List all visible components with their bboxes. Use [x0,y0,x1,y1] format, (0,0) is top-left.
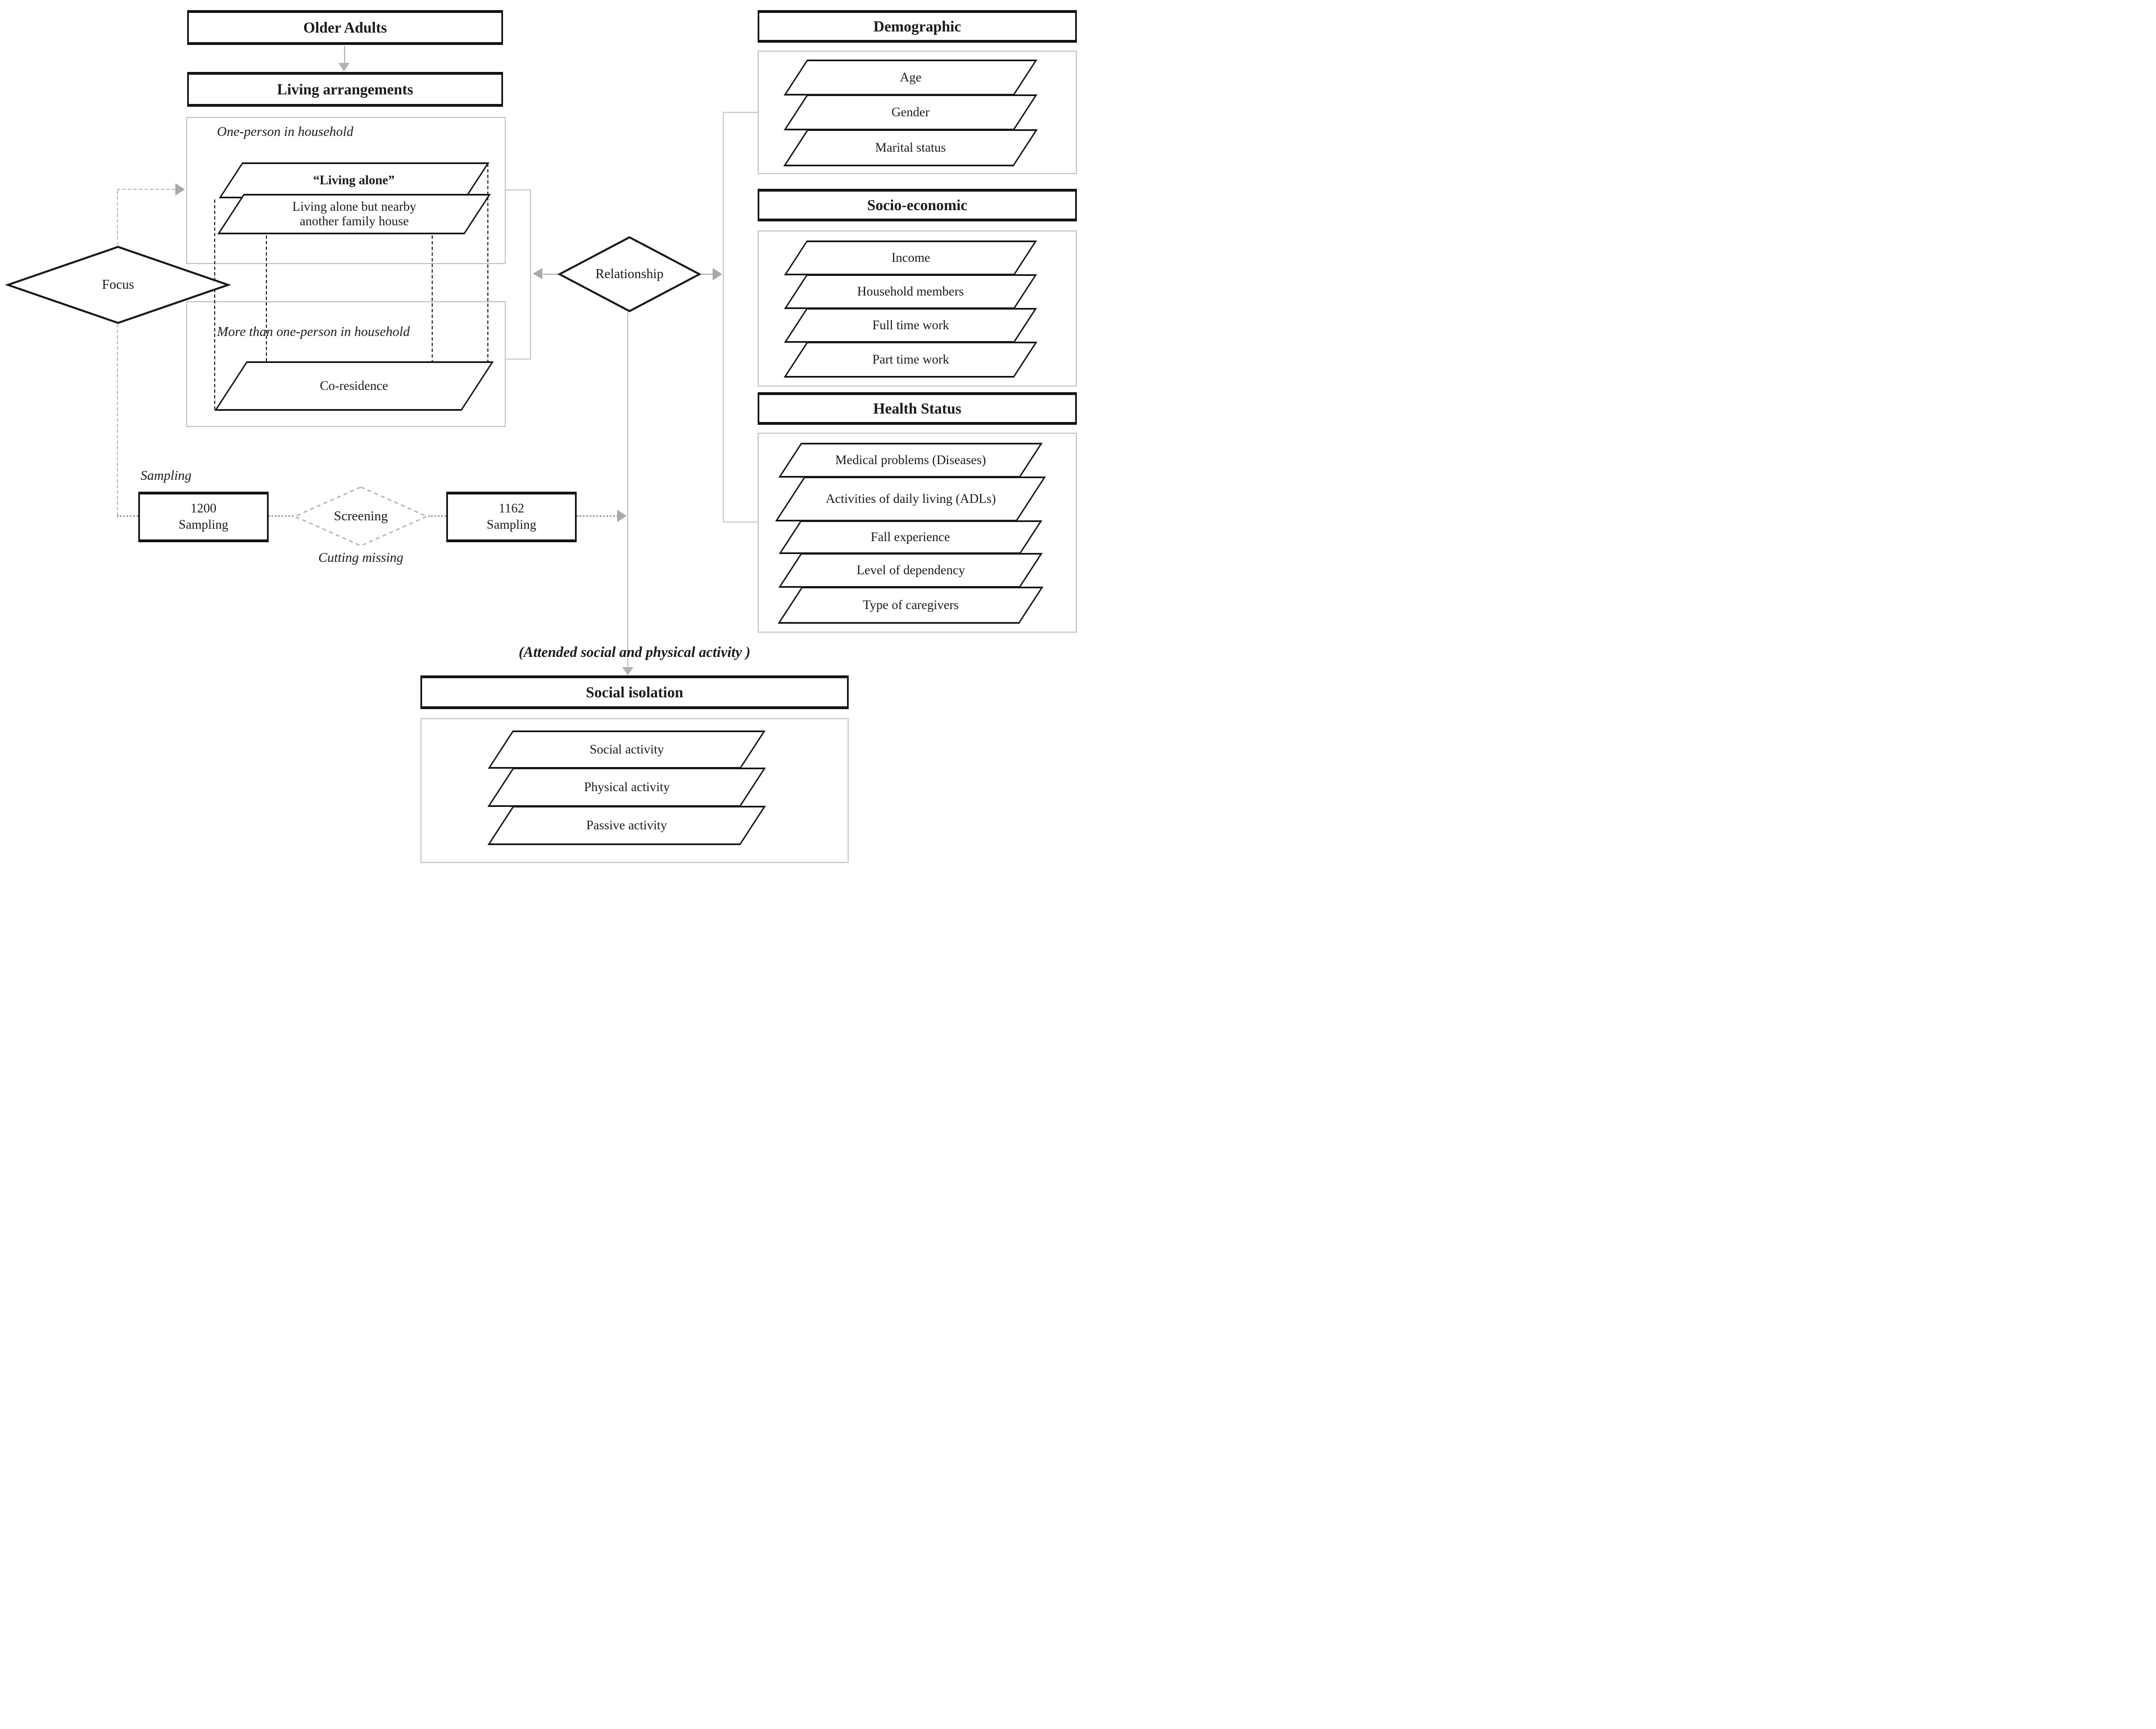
one-person-household-label: One-person in household [217,125,354,139]
stack-item-passive-activity: Passive activity [487,806,766,845]
health-status-title: Health Status [873,400,962,417]
demographic-header: Demographic [758,10,1077,43]
part-time-work-label: Part time work [872,352,949,367]
more-than-one-label: More than one-person in household [217,325,410,339]
relationship-right-arrow-icon [713,268,722,280]
living-arrangements-label: Living arrangements [277,80,414,98]
left-bracket-top [506,189,531,190]
older-adults-label: Older Adults [303,19,387,36]
node-living-alone: “Living alone” [219,162,490,198]
social-isolation-arrow-icon [622,667,633,675]
focus-diamond [6,246,230,324]
projection-line-4 [487,164,488,363]
stack-item-part-time-work: Part time work [783,342,1038,378]
older-adults-connector-line [344,46,345,64]
social-isolation-header: Social isolation [420,675,849,709]
stack-item-age: Age [783,60,1038,96]
stack-item-adls: Activities of daily living (ADLs) [775,477,1046,521]
screening-label: Screening [334,509,388,524]
medical-problems-label: Medical problems (Diseases) [835,453,986,468]
living-alone-label: “Living alone” [313,173,395,188]
socio-economic-header: Socio-economic [758,189,1077,221]
relationship-drop-line [627,312,628,673]
living-alone-nearby-line1: Living alone but nearby [292,199,416,214]
left-bracket-vertical [530,189,531,360]
focus-top-dashed-elbow [117,189,175,190]
living-alone-nearby-label: Living alone but nearby another family h… [292,199,416,229]
sampling-dotted-1 [117,515,138,517]
right-bracket-bottom [723,521,758,523]
focus-bottom-dashed-line [117,324,118,516]
household-members-label: Household members [857,284,964,299]
stack-item-medical-problems: Medical problems (Diseases) [778,443,1043,478]
type-of-caregivers-label: Type of caregivers [862,598,959,612]
sampling-1162-count: 1162 [499,501,524,516]
adls-label: Activities of daily living (ADLs) [825,492,996,506]
sampling-dotted-2 [269,515,293,517]
co-residence-label: Co-residence [320,379,388,393]
sampling-1200-word: Sampling [178,518,229,532]
stack-item-type-of-caregivers: Type of caregivers [777,587,1044,624]
relationship-right-line [701,274,714,275]
fall-experience-label: Fall experience [871,530,950,544]
projection-line-3 [432,235,433,409]
older-adults-arrow-icon [338,63,350,71]
relationship-diamond [558,236,701,312]
stack-item-marital-status: Marital status [783,129,1038,166]
left-bracket-bottom [506,358,531,360]
level-of-dependency-label: Level of dependency [856,563,965,578]
relationship-left-line [543,274,558,275]
sampling-1200-box: 1200 Sampling [138,492,269,542]
socio-economic-title: Socio-economic [867,196,968,214]
stack-item-household-members: Household members [783,274,1038,309]
sampling-dotted-3 [428,515,446,517]
stack-item-full-time-work: Full time work [783,308,1038,343]
gender-label: Gender [891,105,930,120]
older-adults-box: Older Adults [187,10,503,45]
study-framework-diagram: Older Adults Living arrangements One-per… [0,0,1078,864]
income-label: Income [891,251,930,265]
health-status-header: Health Status [758,392,1077,425]
right-bracket-top [723,112,758,113]
age-label: Age [899,70,922,85]
living-arrangements-box: Living arrangements [187,72,503,107]
stack-item-fall-experience: Fall experience [778,520,1043,554]
sampling-arrow-icon [617,510,627,522]
attended-activity-note: (Attended social and physical activity ) [518,644,751,660]
sampling-1162-box: 1162 Sampling [446,492,577,542]
sampling-1200-count: 1200 [191,501,216,516]
full-time-work-label: Full time work [872,318,949,333]
demographic-title: Demographic [873,17,961,35]
projection-line-1 [214,199,215,410]
social-isolation-title: Social isolation [586,683,683,701]
node-living-alone-nearby: Living alone but nearby another family h… [217,194,491,234]
relationship-left-arrow-icon [533,268,542,279]
node-co-residence: Co-residence [214,361,494,411]
marital-status-label: Marital status [875,140,946,155]
sampling-dotted-4 [577,515,618,517]
social-activity-label: Social activity [589,742,664,757]
stack-item-physical-activity: Physical activity [487,768,766,807]
stack-item-social-activity: Social activity [487,730,766,769]
screening-diamond [293,486,428,547]
living-alone-nearby-line2: another family house [299,214,409,228]
projection-line-2 [266,235,267,361]
focus-arrow-icon [175,183,185,196]
cutting-missing-label: Cutting missing [318,551,404,565]
relationship-label: Relationship [595,266,664,282]
stack-item-income: Income [783,240,1038,275]
focus-top-dashed-line [117,190,118,246]
stack-item-level-of-dependency: Level of dependency [778,553,1043,588]
sampling-1162-word: Sampling [486,518,537,532]
focus-label: Focus [102,277,134,292]
stack-item-gender: Gender [783,94,1038,130]
right-bracket-vertical [723,112,724,523]
physical-activity-label: Physical activity [583,780,670,795]
sampling-label: Sampling [141,469,192,483]
passive-activity-label: Passive activity [586,818,667,833]
